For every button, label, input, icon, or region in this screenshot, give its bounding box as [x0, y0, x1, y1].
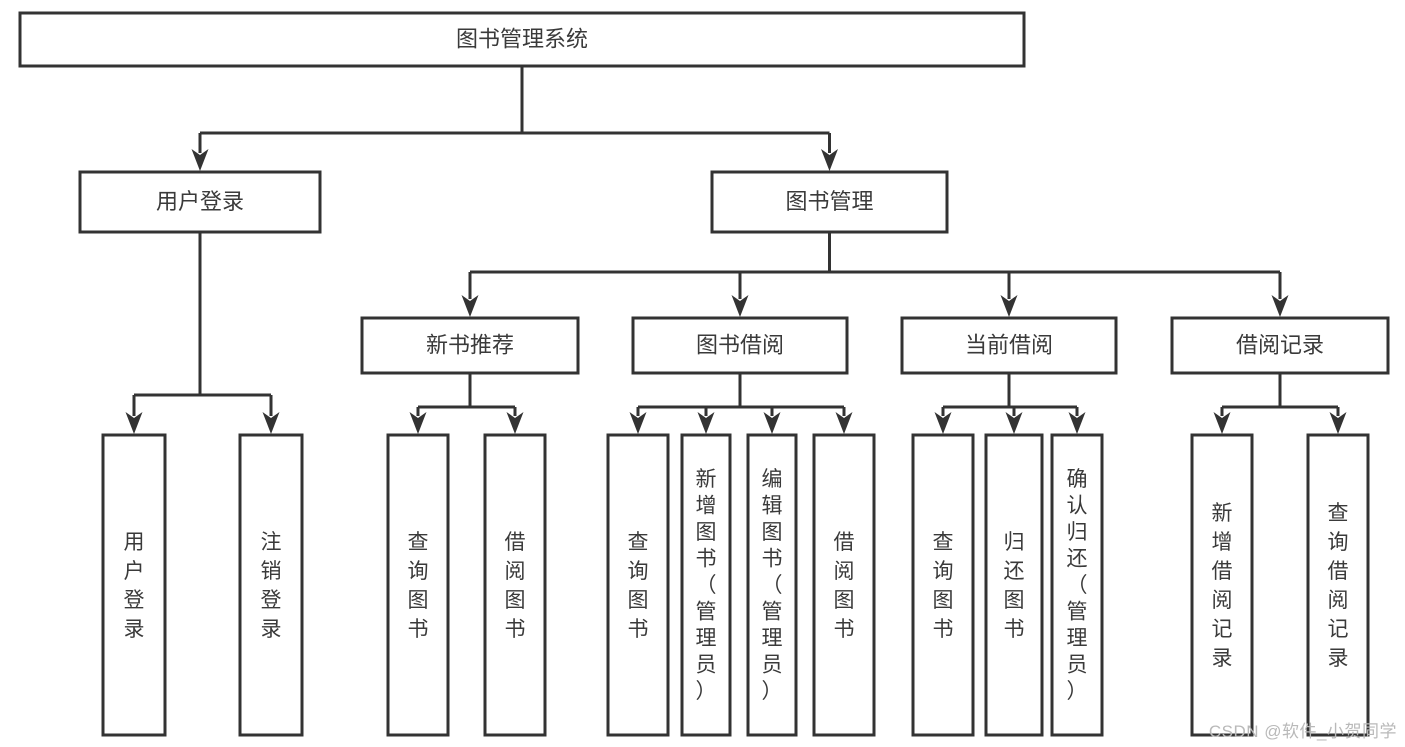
node-box[interactable]	[680, 433, 732, 737]
node-label: 当前借阅	[965, 332, 1053, 357]
node-leaf[interactable]: 归还图书	[984, 433, 1044, 737]
node-box[interactable]	[78, 170, 322, 234]
node-level3[interactable]: 当前借阅	[900, 316, 1118, 375]
connector-group	[1213, 373, 1347, 434]
node-label: 注销登录	[261, 531, 282, 641]
node-box[interactable]	[812, 433, 876, 737]
arrow-head-icon	[409, 412, 427, 434]
node-leaf[interactable]: 查询借阅记录	[1306, 433, 1370, 737]
node-box[interactable]	[746, 433, 798, 737]
connector-group	[461, 232, 1289, 317]
nodes-layer: 图书管理系统用户登录图书管理新书推荐图书借阅当前借阅借阅记录用户登录注销登录查询…	[18, 11, 1390, 737]
node-box[interactable]	[386, 433, 450, 737]
node-level3[interactable]: 图书借阅	[631, 316, 849, 375]
arrow-head-icon	[763, 412, 781, 434]
node-label: 归还图书	[1004, 531, 1025, 641]
node-box[interactable]	[1306, 433, 1370, 737]
node-box[interactable]	[1170, 316, 1390, 375]
arrow-head-icon	[1068, 412, 1086, 434]
arrow-head-icon	[629, 412, 647, 434]
edges-layer	[125, 66, 1347, 434]
connector-group	[934, 373, 1086, 434]
node-box[interactable]	[360, 316, 580, 375]
node-leaf[interactable]: 确认归还（管理员）	[1050, 433, 1104, 737]
arrow-head-icon	[1271, 295, 1289, 317]
node-label: 借阅图书	[834, 531, 855, 641]
node-label: 查询图书	[628, 531, 649, 641]
node-leaf[interactable]: 查询图书	[911, 433, 975, 737]
arrow-head-icon	[934, 412, 952, 434]
node-level3[interactable]: 新书推荐	[360, 316, 580, 375]
node-leaf[interactable]: 新增借阅记录	[1190, 433, 1254, 737]
arrow-head-icon	[461, 295, 479, 317]
connector-group	[409, 373, 524, 434]
arrow-head-icon	[191, 149, 209, 171]
arrow-head-icon	[1000, 295, 1018, 317]
node-leaf[interactable]: 新增图书（管理员）	[680, 433, 732, 737]
node-label: 借阅图书	[505, 531, 526, 641]
node-box[interactable]	[101, 433, 167, 737]
node-label: 编辑图书（管理员）	[762, 468, 783, 703]
node-label: 确认归还（管理员）	[1067, 468, 1088, 703]
arrow-head-icon	[1005, 412, 1023, 434]
node-label: 用户登录	[124, 531, 145, 641]
node-label: 新增图书（管理员）	[696, 468, 717, 703]
node-level3[interactable]: 借阅记录	[1170, 316, 1390, 375]
node-label: 查询图书	[933, 531, 954, 641]
node-box[interactable]	[18, 11, 1026, 68]
node-leaf[interactable]: 查询图书	[386, 433, 450, 737]
node-label: 新书推荐	[426, 332, 514, 357]
node-label: 查询图书	[408, 531, 429, 641]
node-label: 用户登录	[156, 189, 244, 214]
node-box[interactable]	[911, 433, 975, 737]
node-box[interactable]	[631, 316, 849, 375]
node-label: 借阅记录	[1236, 332, 1324, 357]
arrow-head-icon	[821, 149, 838, 171]
node-leaf[interactable]: 用户登录	[101, 433, 167, 737]
node-label: 新增借阅记录	[1212, 502, 1233, 670]
node-box[interactable]	[710, 170, 949, 234]
arrow-head-icon	[1213, 412, 1231, 434]
connector-group	[125, 232, 280, 434]
node-level2[interactable]: 用户登录	[78, 170, 322, 234]
node-box[interactable]	[900, 316, 1118, 375]
node-leaf[interactable]: 编辑图书（管理员）	[746, 433, 798, 737]
node-leaf[interactable]: 查询图书	[606, 433, 670, 737]
node-level2[interactable]: 图书管理	[710, 170, 949, 234]
arrow-head-icon	[125, 412, 143, 434]
connector-group	[629, 373, 853, 434]
node-label: 查询借阅记录	[1328, 502, 1349, 670]
node-root[interactable]: 图书管理系统	[18, 11, 1026, 68]
arrow-head-icon	[697, 412, 715, 434]
node-box[interactable]	[483, 433, 547, 737]
arrow-head-icon	[731, 295, 749, 317]
connector-group	[191, 66, 838, 171]
node-box[interactable]	[606, 433, 670, 737]
node-leaf[interactable]: 借阅图书	[812, 433, 876, 737]
arrow-head-icon	[1329, 412, 1347, 434]
node-label: 图书借阅	[696, 332, 784, 357]
arrow-head-icon	[506, 412, 524, 434]
arrow-head-icon	[835, 412, 853, 434]
node-leaf[interactable]: 借阅图书	[483, 433, 547, 737]
node-leaf[interactable]: 注销登录	[238, 433, 304, 737]
node-box[interactable]	[1050, 433, 1104, 737]
arrow-head-icon	[262, 412, 280, 434]
node-box[interactable]	[238, 433, 304, 737]
node-label: 图书管理系统	[456, 26, 588, 51]
node-box[interactable]	[1190, 433, 1254, 737]
node-label: 图书管理	[785, 189, 873, 214]
node-box[interactable]	[984, 433, 1044, 737]
